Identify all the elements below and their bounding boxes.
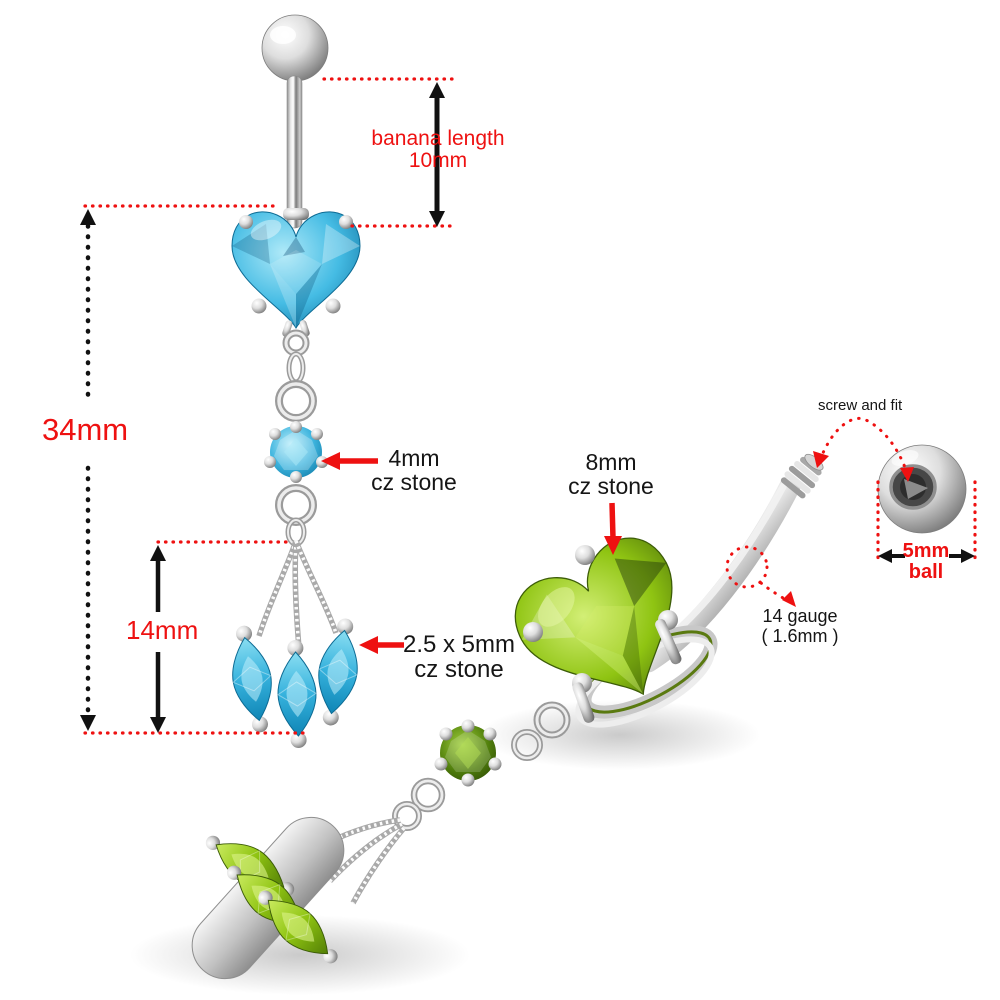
gauge-line1: 14 gauge bbox=[762, 606, 838, 626]
left-heart-stone bbox=[231, 211, 361, 329]
dangle-length-arrow bbox=[150, 545, 166, 733]
ball-size-label: 5mm ball bbox=[896, 541, 956, 583]
heart-cz-line1: 8mm bbox=[585, 449, 637, 475]
right-marquise-stone-1 bbox=[205, 829, 295, 903]
left-link-chain-lower bbox=[275, 484, 317, 547]
small-cz-line2: cz stone bbox=[371, 469, 457, 495]
left-round-stone bbox=[264, 421, 328, 483]
ball-size-arrows bbox=[878, 549, 975, 563]
small-cz-pointer-arrow bbox=[321, 452, 378, 470]
left-rope-chains bbox=[256, 540, 339, 649]
small-cz-label: 4mm cz stone bbox=[364, 446, 464, 494]
marquise-cz-label: 2.5 x 5mm cz stone bbox=[399, 632, 519, 682]
banana-length-label: banana length 10mm bbox=[358, 128, 518, 172]
screw-fit-dotted-arrow bbox=[813, 416, 914, 482]
small-cz-line1: 4mm bbox=[388, 445, 440, 471]
overall-length-label: 34mm bbox=[42, 412, 129, 447]
overall-length-arrow bbox=[80, 209, 96, 731]
banana-length-line2: 10mm bbox=[408, 149, 468, 172]
heart-cz-line2: cz stone bbox=[568, 473, 654, 499]
marquise-cz-line1: 2.5 x 5mm bbox=[402, 631, 516, 658]
left-piece-banana-bar bbox=[286, 75, 303, 229]
left-marquise-stone-3 bbox=[312, 618, 364, 726]
ball-size-line1: 5mm bbox=[902, 540, 950, 562]
screw-fit-label: screw and fit bbox=[818, 397, 903, 414]
right-marquise-stone-3 bbox=[255, 886, 341, 968]
right-heart-prongs bbox=[523, 545, 682, 723]
left-piece-top-ball bbox=[261, 14, 329, 82]
left-marquise-stone-2 bbox=[276, 640, 318, 748]
marquise-cz-line2: cz stone bbox=[414, 656, 504, 683]
screw-ball bbox=[877, 444, 967, 534]
left-marquise-stone-1 bbox=[225, 625, 279, 733]
marquise-cz-pointer-arrow bbox=[359, 636, 404, 654]
right-round-stone bbox=[434, 719, 502, 787]
right-link-chain bbox=[511, 701, 571, 761]
left-heart-prongs bbox=[239, 208, 353, 337]
red-dotted-guides bbox=[83, 77, 977, 735]
ball-size-line2: ball bbox=[908, 561, 944, 583]
gauge-line2: ( 1.6mm ) bbox=[761, 626, 839, 646]
heart-cz-label: 8mm cz stone bbox=[551, 450, 671, 498]
dangle-length-label: 14mm bbox=[126, 615, 199, 645]
gauge-label: 14 gauge ( 1.6mm ) bbox=[745, 606, 855, 646]
right-link-chain-lower bbox=[392, 777, 446, 831]
gauge-dotted-arrow bbox=[725, 545, 796, 607]
right-screw-threads bbox=[780, 453, 824, 499]
shadow-under-heart bbox=[480, 700, 760, 770]
banana-length-line1: banana length bbox=[371, 127, 505, 150]
banana-length-arrow bbox=[429, 82, 445, 227]
heart-cz-pointer-arrow bbox=[604, 502, 622, 555]
left-link-chain bbox=[275, 329, 317, 422]
